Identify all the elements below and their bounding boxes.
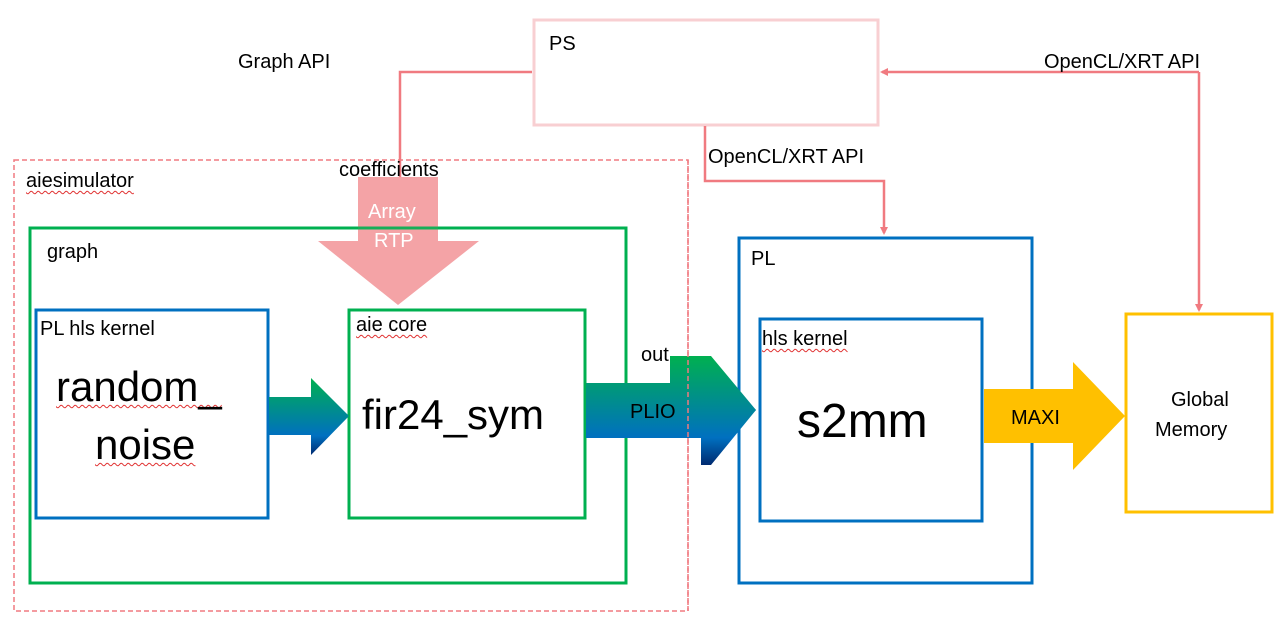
graph-api-label: Graph API bbox=[238, 51, 331, 73]
hls-kernel-label: hls kernel bbox=[762, 328, 848, 350]
global-memory-line2: Memory bbox=[1155, 419, 1228, 441]
fir24-sym-label: fir24_sym bbox=[362, 391, 545, 438]
rtp-array-label: Array bbox=[368, 201, 416, 223]
opencl-ps-to-pl-connector bbox=[703, 126, 888, 235]
pl-label: PL bbox=[751, 248, 776, 270]
stream-arrow-noise-to-fir bbox=[269, 378, 349, 455]
ps-box[interactable] bbox=[532, 18, 880, 127]
plio-label: PLIO bbox=[630, 401, 676, 423]
hls-kernel-box[interactable] bbox=[758, 317, 984, 523]
pl-hls-kernel-box[interactable] bbox=[34, 308, 270, 520]
rtp-arrow bbox=[318, 177, 479, 305]
graph-api-connector bbox=[396, 70, 532, 185]
s2mm-label: s2mm bbox=[797, 395, 928, 448]
pl-hls-kernel-label-text: PL hls kernel bbox=[40, 318, 155, 340]
aie-core-box[interactable] bbox=[347, 308, 587, 520]
aie-core-label: aie core bbox=[356, 314, 428, 336]
coefficients-label: coefficients bbox=[339, 159, 439, 181]
random-noise-line1: random_ bbox=[56, 363, 222, 410]
global-memory-box[interactable] bbox=[1124, 312, 1274, 514]
maxi-arrow bbox=[984, 362, 1125, 470]
random-noise-line2: noise bbox=[95, 421, 196, 468]
aiesimulator-label: aiesimulator bbox=[26, 170, 134, 192]
out-label: out bbox=[641, 344, 669, 366]
plio-arrow-head bbox=[703, 356, 756, 465]
maxi-label: MAXI bbox=[1011, 407, 1060, 429]
global-memory-line1: Global bbox=[1171, 389, 1229, 411]
rtp-label: RTP bbox=[374, 230, 414, 252]
pl-hls-kernel-label: PL hls kernel bbox=[40, 319, 155, 339]
ps-label: PS bbox=[549, 33, 576, 55]
opencl-xrt-api-top-label: OpenCL/XRT API bbox=[1044, 51, 1201, 73]
graph-label: graph bbox=[47, 241, 99, 263]
opencl-xrt-api-mid-label: OpenCL/XRT API bbox=[708, 146, 865, 168]
